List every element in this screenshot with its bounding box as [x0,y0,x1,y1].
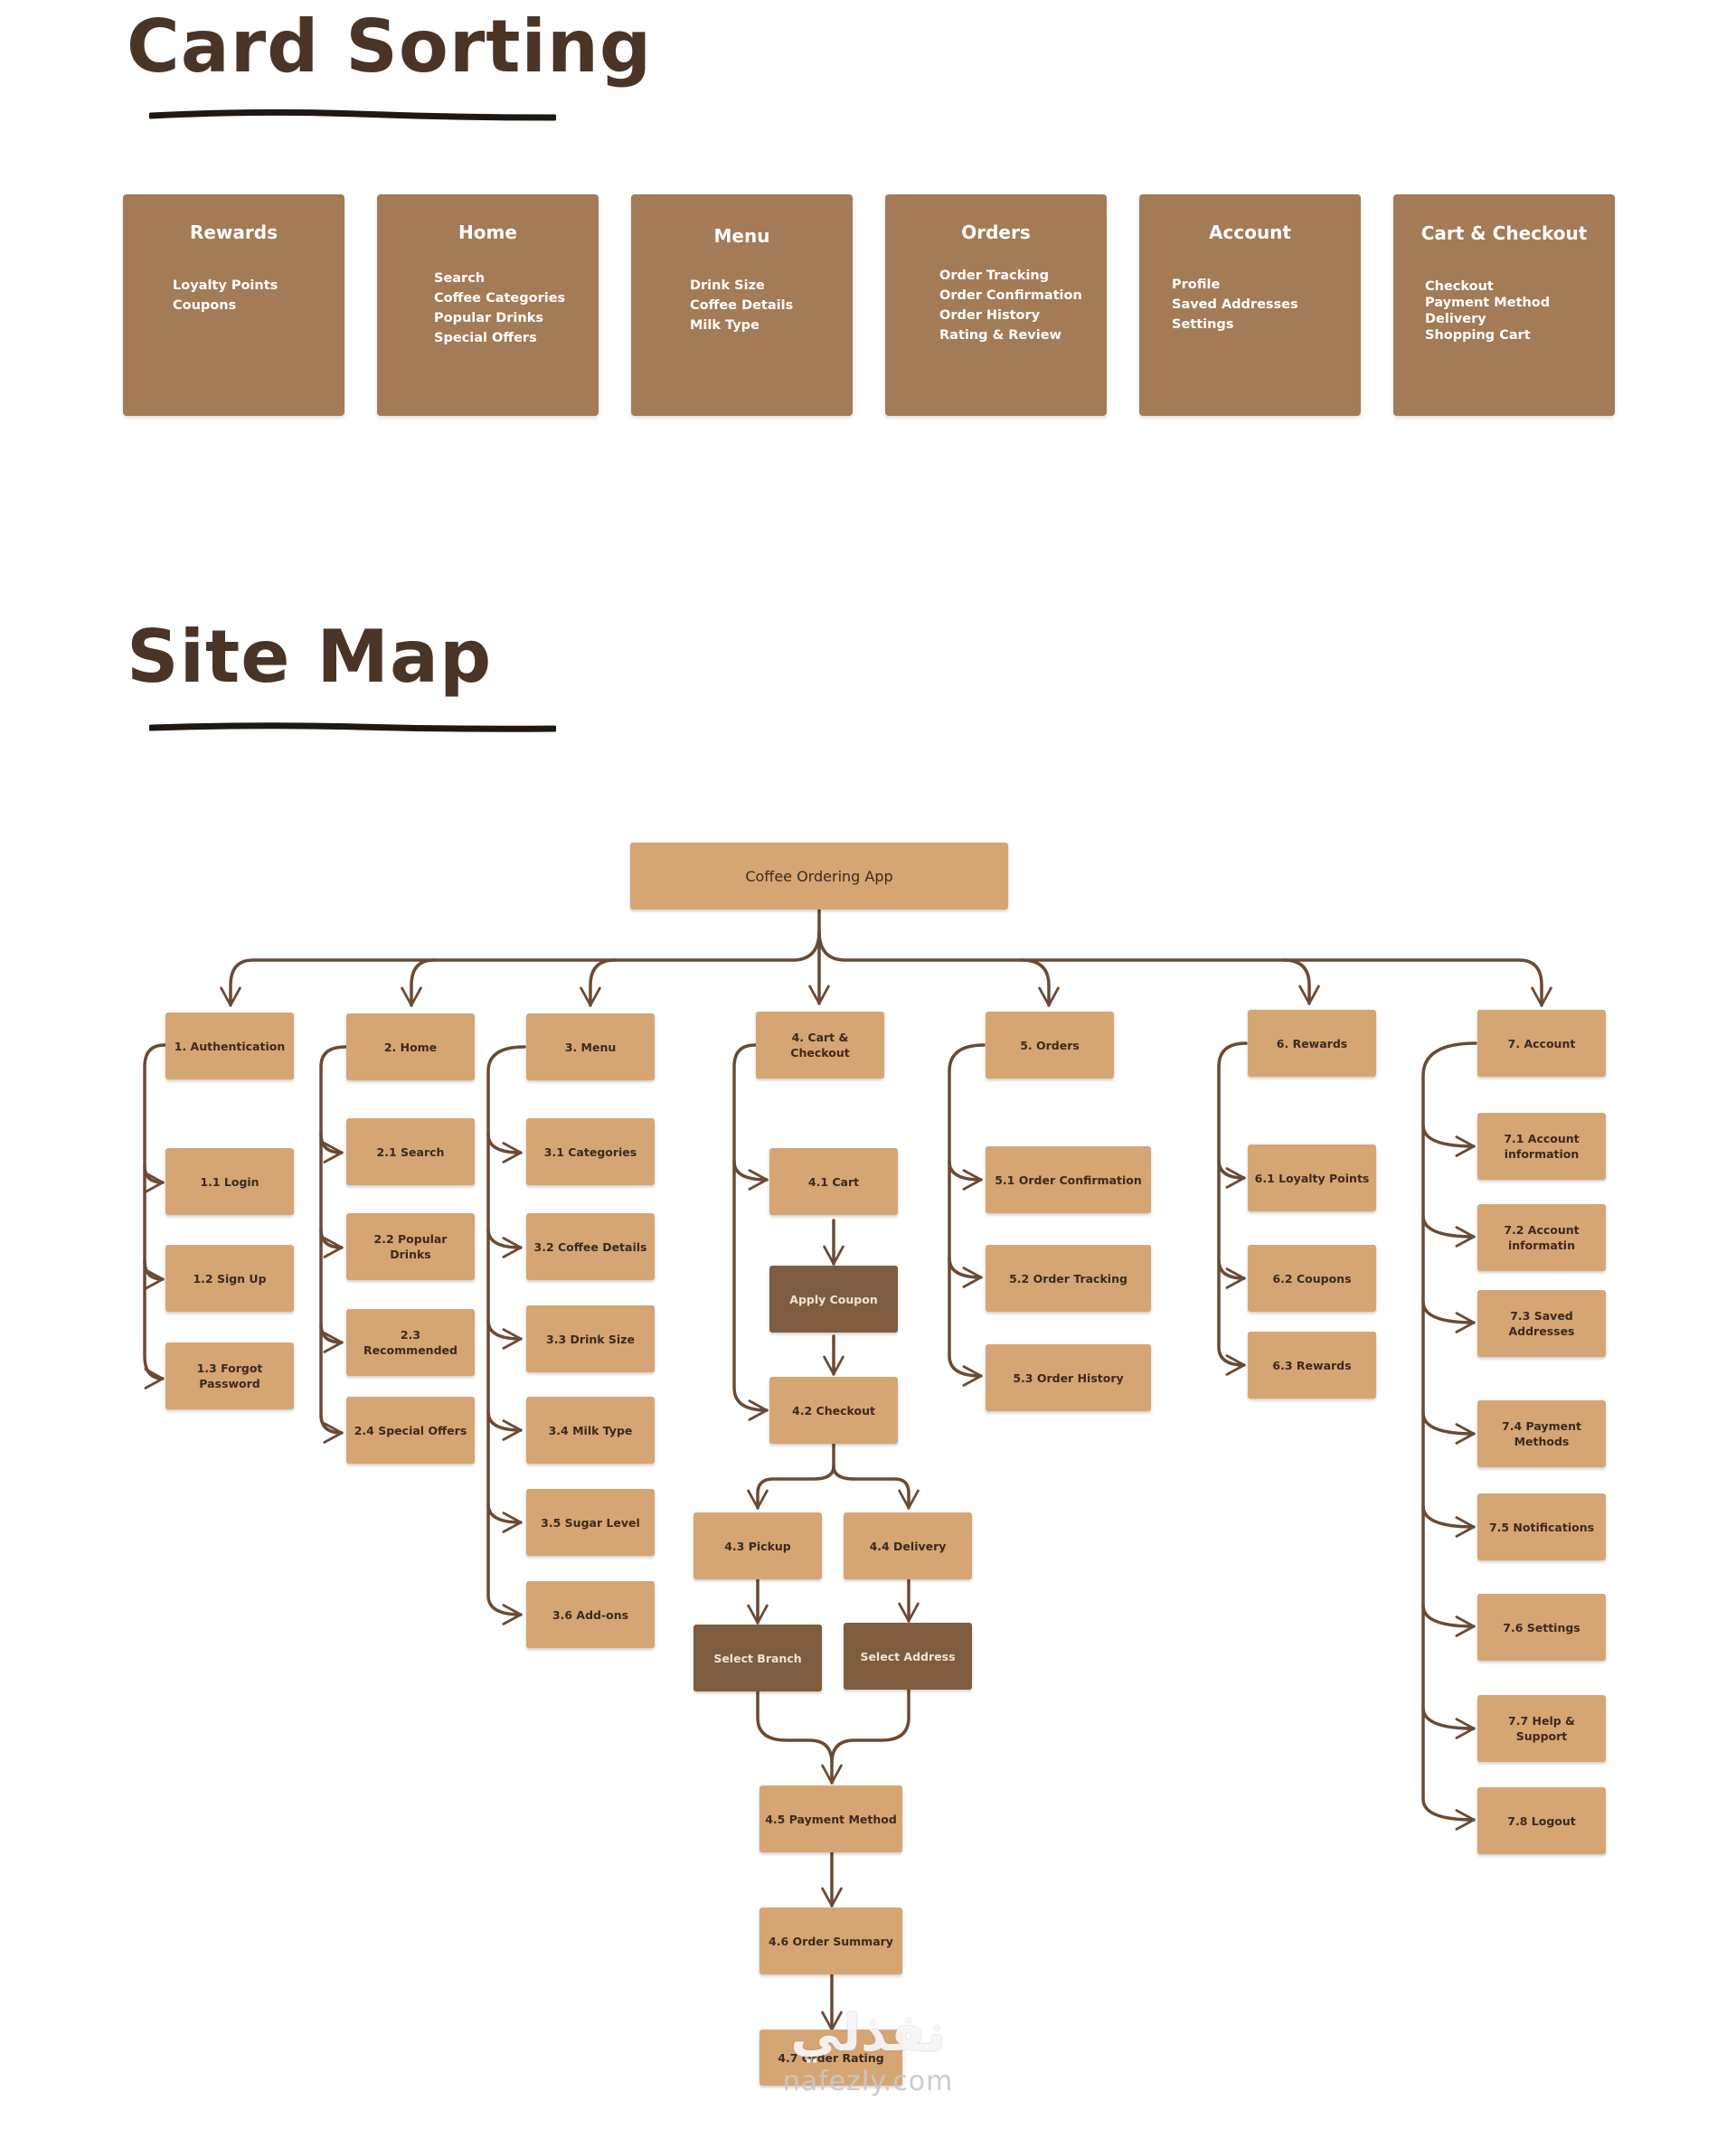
card-title: Rewards [189,221,278,243]
step-apply-coupon: Apply Coupon [769,1266,898,1333]
page-coupons: 6.2 Coupons [1248,1245,1376,1312]
card-item: Order History [939,308,1041,323]
page-account-information-2: 7.2 Account informatin [1477,1204,1606,1271]
step-select-address: Select Address [844,1623,972,1690]
page-milk-type: 3.4 Milk Type [526,1397,655,1464]
page-search: 2.1 Search [346,1118,475,1185]
card-title: Home [458,221,517,243]
page-login: 1.1 Login [165,1148,294,1215]
page-coffee-details: 3.2 Coffee Details [526,1213,655,1280]
card-account: Account Profile Saved Addresses Settings [1139,194,1361,416]
card-item: Shopping Cart [1425,328,1531,343]
card-item: Profile [1172,278,1221,292]
card-item: Settings [1172,317,1234,332]
page-order-rating: 4.7 Order Rating [760,2030,902,2086]
page-delivery: 4.4 Delivery [844,1512,972,1579]
card-sorting-underline [149,108,556,121]
page-order-tracking: 5.2 Order Tracking [986,1245,1151,1312]
page-order-confirmation: 5.1 Order Confirmation [986,1146,1151,1213]
page-loyalty-points: 6.1 Loyalty Points [1248,1145,1376,1211]
page-special-offers: 2.4 Special Offers [346,1397,475,1464]
section-menu: 3. Menu [526,1013,655,1080]
card-title: Account [1209,221,1291,243]
page-help-support: 7.7 Help & Support [1477,1695,1606,1762]
page-saved-addresses: 7.3 Saved Addresses [1477,1290,1606,1357]
card-item: Delivery [1425,312,1486,326]
watermark: نفذلي nafezly.com [760,2002,976,2097]
page-drink-size: 3.3 Drink Size [526,1305,655,1372]
card-title: Menu [713,225,770,247]
card-item: Coupons [173,298,237,313]
card-item: Milk Type [690,318,760,333]
watermark-arabic: نفذلي [790,2004,946,2063]
card-item: Rating & Review [939,328,1061,343]
page-order-summary: 4.6 Order Summary [760,1908,902,1974]
section-orders: 5. Orders [986,1012,1114,1079]
site-map-root: Coffee Ordering App [630,843,1008,909]
section-account: 7. Account [1477,1010,1606,1077]
site-map-underline [149,722,556,732]
card-sorting-title: Card Sorting [127,5,653,89]
card-item: Saved Addresses [1172,297,1298,312]
card-item: Payment Method [1425,296,1551,310]
page-payment-methods: 7.4 Payment Methods [1477,1400,1606,1467]
card-item: Order Confirmation [939,288,1082,303]
site-map-title: Site Map [127,615,493,699]
page-recommended: 2.3 Recommended [346,1309,475,1376]
card-title: Orders [961,221,1031,243]
page-sign-up: 1.2 Sign Up [165,1245,294,1312]
card-item: Coffee Categories [434,291,566,306]
page-checkout: 4.2 Checkout [769,1377,898,1444]
section-home: 2. Home [346,1013,475,1080]
card-menu: Menu Drink Size Coffee Details Milk Type [631,194,853,416]
page-rewards: 6.3 Rewards [1248,1332,1376,1399]
card-item: Search [434,271,486,286]
page-logout: 7.8 Logout [1477,1787,1606,1854]
section-authentication: 1. Authentication [165,1013,294,1079]
page-account-information: 7.1 Account information [1477,1113,1606,1180]
card-home: Home Search Coffee Categories Popular Dr… [377,194,599,416]
section-rewards: 6. Rewards [1248,1010,1376,1077]
card-item: Loyalty Points [173,278,278,293]
card-title: Cart & Checkout [1420,222,1588,244]
card-rewards: Rewards Loyalty Points Coupons [123,194,344,416]
watermark-latin: nafezly.com [782,2066,954,2097]
page-order-history: 5.3 Order History [986,1344,1151,1411]
card-orders: Orders Order Tracking Order Confirmation… [885,194,1107,416]
page-sugar-level: 3.5 Sugar Level [526,1489,655,1556]
page-categories: 3.1 Categories [526,1118,655,1185]
page-add-ons: 3.6 Add-ons [526,1581,655,1648]
page-pickup: 4.3 Pickup [693,1512,822,1579]
page-cart: 4.1 Cart [769,1148,898,1215]
card-item: Special Offers [434,331,537,345]
step-select-branch: Select Branch [693,1625,822,1691]
card-item: Popular Drinks [434,311,543,325]
page-notifications: 7.5 Notifications [1477,1493,1606,1560]
card-item: Coffee Details [690,298,794,313]
page-settings: 7.6 Settings [1477,1594,1606,1661]
card-item: Checkout [1425,279,1494,294]
page-forgot-password: 1.3 Forgot Password [165,1342,294,1409]
page-popular-drinks: 2.2 Popular Drinks [346,1213,475,1280]
page-payment-method: 4.5 Payment Method [760,1785,902,1852]
card-item: Drink Size [690,278,765,293]
section-cart-checkout: 4. Cart & Checkout [756,1012,884,1079]
card-item: Order Tracking [939,268,1050,283]
card-cart-checkout: Cart & Checkout Checkout Payment Method … [1393,194,1615,416]
